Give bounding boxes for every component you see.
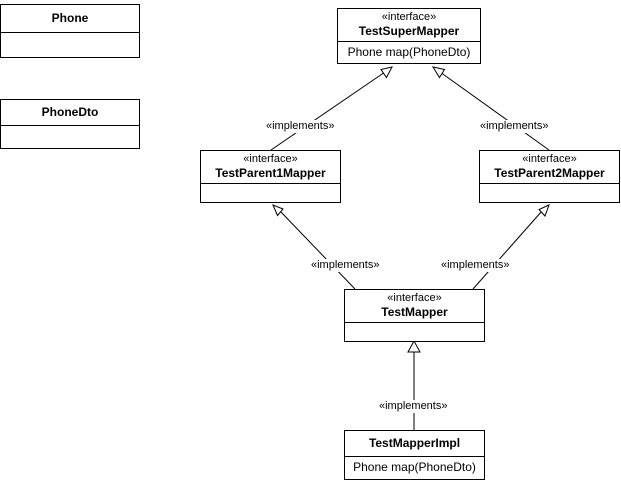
edge-label-implements-4: «implements» <box>440 259 511 272</box>
edge-testmapper-testparent2mapper <box>472 204 550 290</box>
class-node-phonedto-title: PhoneDto <box>41 105 99 119</box>
class-node-testmapperimpl[interactable]: TestMapperImpl Phone map(PhoneDto) <box>344 430 485 480</box>
edge-testparent1mapper-testsupermapper <box>270 66 393 151</box>
class-node-testparent2mapper-header: «interface» TestParent2Mapper <box>480 151 619 184</box>
class-node-phonedto-header: PhoneDto <box>1 100 139 126</box>
class-node-phone-header: Phone <box>1 5 139 33</box>
edge-label-implements-5: «implements» <box>378 400 449 413</box>
class-node-testmapperimpl-title: TestMapperImpl <box>368 436 461 450</box>
class-node-phone-members <box>1 33 139 59</box>
class-node-testparent2mapper-stereotype: «interface» <box>522 153 577 165</box>
class-node-testparent1mapper-title: TestParent1Mapper <box>215 166 326 180</box>
class-node-testsupermapper-title: TestSuperMapper <box>358 24 460 38</box>
edge-testparent2mapper-testsupermapper <box>431 66 550 151</box>
class-node-testparent2mapper-title: TestParent2Mapper <box>494 166 605 180</box>
edge-testmapperimpl-testmapper <box>407 339 421 430</box>
class-node-testsupermapper-members: Phone map(PhoneDto) <box>347 45 471 59</box>
class-node-testsupermapper-header: «interface» TestSuperMapper <box>338 9 480 42</box>
class-node-testparent1mapper-header: «interface» TestParent1Mapper <box>201 151 340 184</box>
edge-label-implements-3: «implements» <box>310 259 381 272</box>
class-node-testparent1mapper[interactable]: «interface» TestParent1Mapper <box>200 150 341 203</box>
class-node-phonedto-members <box>1 126 139 149</box>
edge-testmapper-testparent1mapper <box>272 204 356 290</box>
class-node-phone-title: Phone <box>51 11 89 25</box>
class-node-phonedto[interactable]: PhoneDto <box>0 99 140 149</box>
class-node-testparent2mapper[interactable]: «interface» TestParent2Mapper <box>479 150 620 203</box>
class-node-testmapper-header: «interface» TestMapper <box>345 290 484 323</box>
class-node-testsupermapper-stereotype: «interface» <box>381 11 437 23</box>
edge-label-implements-2: «implements» <box>479 120 550 133</box>
class-node-testmapper-title: TestMapper <box>381 305 448 319</box>
edge-label-implements-1: «implements» <box>265 120 336 133</box>
class-node-testmapper-members <box>345 323 484 342</box>
class-node-testparent1mapper-stereotype: «interface» <box>243 153 298 165</box>
class-node-phone[interactable]: Phone <box>0 4 140 58</box>
class-node-testmapper[interactable]: «interface» TestMapper <box>344 289 485 342</box>
class-node-testsupermapper[interactable]: «interface» TestSuperMapper Phone map(Ph… <box>337 8 481 64</box>
class-node-testparent2mapper-members <box>480 184 619 203</box>
class-node-testmapperimpl-header: TestMapperImpl <box>345 431 484 457</box>
class-node-testmapper-stereotype: «interface» <box>387 292 442 304</box>
class-node-testparent1mapper-members <box>201 184 340 203</box>
class-node-testmapperimpl-members: Phone map(PhoneDto) <box>353 460 476 474</box>
